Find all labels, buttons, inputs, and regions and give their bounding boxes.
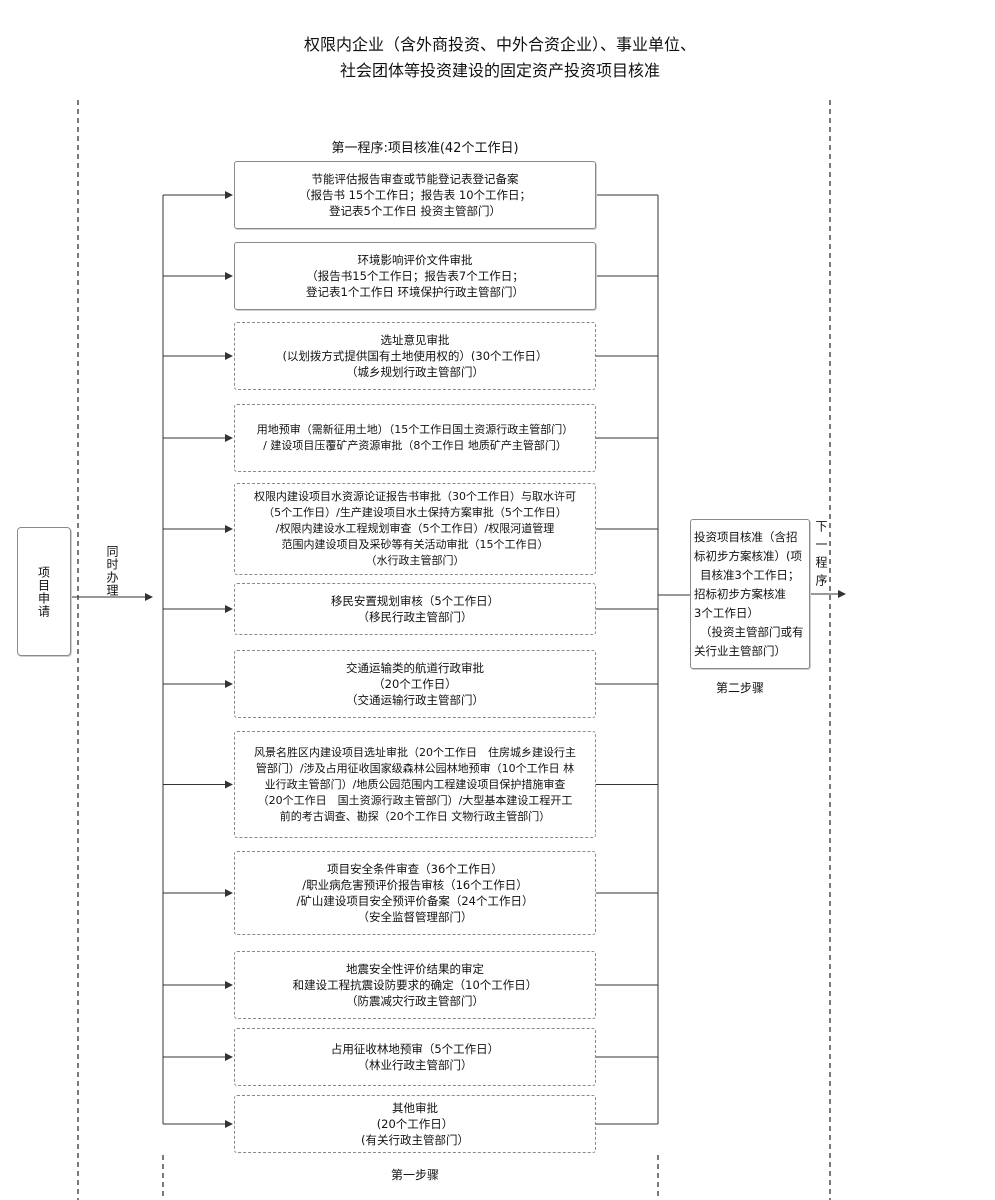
phase1-label: 第一程序:项目核准(42个工作日) xyxy=(331,141,519,156)
approval-line: 节能评估报告审查或节能登记表登记备案 xyxy=(311,172,519,186)
approval-line: 用地预审（需新征用土地）（15个工作日国土资源行政主管部门） xyxy=(256,423,574,436)
approval-line: /权限内建设水工程规划审查（5个工作日）/权限河道管理 xyxy=(275,522,555,535)
approval-box-environment: 环境影响评价文件审批 （报告书15个工作日；报告表7个工作日； 登记表1个工作日… xyxy=(234,242,596,310)
investment-approval-box: 投资项目核准（含招 标初步方案核准）(项 目核准3个工作日； 招标初步方案核准 … xyxy=(690,519,810,669)
approval-line: 业行政主管部门）/地质公园范围内工程建设项目保护措施审查 xyxy=(264,777,566,791)
approval-box-energy: 节能评估报告审查或节能登记表登记备案 （报告书 15个工作日；报告表 10个工作… xyxy=(234,161,596,229)
simultaneous-text: 同时办理 xyxy=(105,545,119,597)
apply-box-label: 项目申请 xyxy=(36,565,51,618)
approval-line: 环境影响评价文件审批 xyxy=(357,253,473,267)
investment-line: （投资主管部门或有 xyxy=(700,624,804,639)
investment-line: 3个工作日） xyxy=(694,605,759,620)
step2-label: 第二步骤 xyxy=(715,681,764,695)
investment-line: 投资项目核准（含招 xyxy=(694,529,798,544)
approval-line: （20个工作日 国土资源行政主管部门）/大型基本建设工程开工 xyxy=(257,793,573,807)
approval-line: 和建设工程抗震设防要求的确定（10个工作日） xyxy=(292,978,538,992)
approval-box-other: 其他审批 (20个工作日） (有关行政主管部门） xyxy=(234,1095,596,1153)
approval-line: 占用征收林地预审（5个工作日） xyxy=(330,1042,500,1056)
approval-box-site: 选址意见审批 (以划拨方式提供国有土地使用权的）(30个工作日） （城乡规划行政… xyxy=(234,322,596,390)
approval-line: (以划拨方式提供国有土地使用权的）(30个工作日） xyxy=(282,349,548,363)
approval-box-safety: 项目安全条件审查（36个工作日） /职业病危害预评价报告审核（16个工作日） /… xyxy=(234,851,596,935)
investment-line: 目核准3个工作日； xyxy=(700,567,800,582)
investment-line: 招标初步方案核准 xyxy=(694,586,786,601)
approval-line: （报告书15个工作日；报告表7个工作日； xyxy=(306,269,524,283)
approval-line: （林业行政主管部门） xyxy=(357,1058,473,1072)
apply-box: 项目申请 xyxy=(17,527,71,656)
title-line-1: 权限内企业（含外商投资、中外合资企业）、事业单位、 xyxy=(303,35,696,54)
approval-line: （5个工作日）/生产建设项目水土保持方案审批（5个工作日） xyxy=(263,506,567,519)
approval-line: （移民行政主管部门） xyxy=(357,610,473,624)
approval-line: （防震减灾行政主管部门） xyxy=(346,994,484,1008)
approval-line: 移民安置规划审核（5个工作日） xyxy=(330,594,500,608)
approval-line: 登记表5个工作日 投资主管部门） xyxy=(329,204,501,218)
approval-line: 项目安全条件审查（36个工作日） xyxy=(327,862,503,876)
approval-line: （报告书 15个工作日；报告表 10个工作日； xyxy=(298,188,532,202)
investment-line: 关行业主管部门） xyxy=(694,643,786,658)
approval-line: （城乡规划行政主管部门） xyxy=(346,365,484,379)
approval-box-earthquake: 地震安全性评价结果的审定 和建设工程抗震设防要求的确定（10个工作日） （防震减… xyxy=(234,951,596,1019)
investment-line: 标初步方案核准）(项 xyxy=(694,548,802,563)
approval-box-forest: 占用征收林地预审（5个工作日） （林业行政主管部门） xyxy=(234,1028,596,1086)
approval-box-resettlement: 移民安置规划审核（5个工作日） （移民行政主管部门） xyxy=(234,583,596,635)
approval-line: 权限内建设项目水资源论证报告书审批（30个工作日）与取水许可 xyxy=(254,490,576,503)
approval-box-water: 权限内建设项目水资源论证报告书审批（30个工作日）与取水许可 （5个工作日）/生… xyxy=(234,483,596,575)
approval-line: （交通运输行政主管部门） xyxy=(346,693,484,707)
approval-line: 选址意见审批 xyxy=(380,333,450,347)
approval-line: 风景名胜区内建设项目选址审批（20个工作日 住房城乡建设行主 xyxy=(254,745,576,759)
approval-box-scenic: 风景名胜区内建设项目选址审批（20个工作日 住房城乡建设行主 管部门）/涉及占用… xyxy=(234,731,596,838)
approval-line: （安全监督管理部门） xyxy=(357,910,473,924)
approval-box-waterway: 交通运输类的航道行政审批 （20个工作日） （交通运输行政主管部门） xyxy=(234,650,596,718)
approval-line: 登记表1个工作日 环境保护行政主管部门） xyxy=(306,285,524,299)
next-program-text: 下一程序 xyxy=(814,520,828,592)
next-program-label: 下一程序 xyxy=(813,520,830,596)
approval-line: /矿山建设项目安全预评价备案（24个工作日） xyxy=(296,894,534,908)
approval-line: (有关行政主管部门） xyxy=(361,1133,469,1147)
approval-line: 范围内建设项目及采砂等有关活动审批（15个工作日） xyxy=(281,538,549,551)
page-title: 权限内企业（含外商投资、中外合资企业）、事业单位、 社会团体等投资建设的固定资产… xyxy=(160,32,840,84)
approval-box-land: 用地预审（需新征用土地）（15个工作日国土资源行政主管部门） / 建设项目压覆矿… xyxy=(234,404,596,472)
approval-line: 地震安全性评价结果的审定 xyxy=(346,962,484,976)
approval-line: 交通运输类的航道行政审批 xyxy=(346,661,484,675)
approval-line: （水行政主管部门） xyxy=(365,554,465,567)
approval-line: (20个工作日） xyxy=(376,1117,454,1131)
approval-line: /职业病危害预评价报告审核（16个工作日） xyxy=(302,878,528,892)
approval-line: 管部门）/涉及占用征收国家级森林公园林地预审（10个工作日 林 xyxy=(255,761,575,775)
step1-label: 第一步骤 xyxy=(390,1168,439,1182)
title-line-2: 社会团体等投资建设的固定资产投资项目核准 xyxy=(339,61,660,80)
approval-line: 其他审批 xyxy=(392,1101,438,1115)
approval-line: （20个工作日） xyxy=(373,677,457,691)
approval-line: 前的考古调查、勘探（20个工作日 文物行政主管部门） xyxy=(279,809,551,823)
simultaneous-label: 同时办理 xyxy=(104,545,121,601)
approval-line: / 建设项目压覆矿产资源审批（8个工作日 地质矿产主管部门） xyxy=(263,439,567,452)
